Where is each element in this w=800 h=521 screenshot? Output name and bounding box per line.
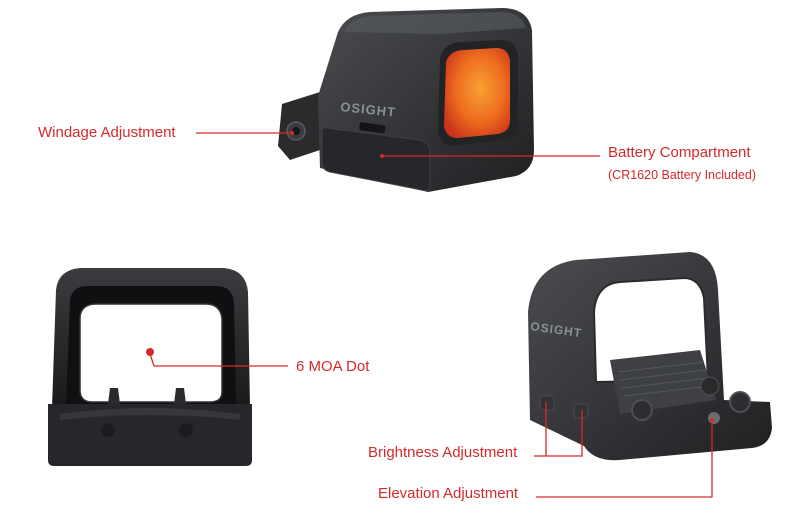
sight-front-view <box>48 268 252 466</box>
battery-label: Battery Compartment <box>608 144 751 161</box>
elevation-screw <box>708 412 720 424</box>
battery-note-label: (CR1620 Battery Included) <box>608 168 756 182</box>
sight-top-view: OSIGHT <box>278 8 534 192</box>
sight-lens <box>444 48 510 138</box>
sight-rear-view: OSIGHT <box>528 252 772 461</box>
elevation-label: Elevation Adjustment <box>378 485 519 502</box>
brightness-button-1 <box>539 395 555 411</box>
callout-lines <box>149 132 713 498</box>
battery-compartment <box>321 127 431 191</box>
brightness-button-2 <box>573 403 589 419</box>
windage-label: Windage Adjustment <box>38 124 176 141</box>
dot-label: 6 MOA Dot <box>296 358 370 375</box>
brightness-label: Brightness Adjustment <box>368 444 518 461</box>
sight-logo: OSIGHT <box>340 99 397 120</box>
front-base <box>48 404 252 466</box>
red-dot <box>146 348 154 356</box>
